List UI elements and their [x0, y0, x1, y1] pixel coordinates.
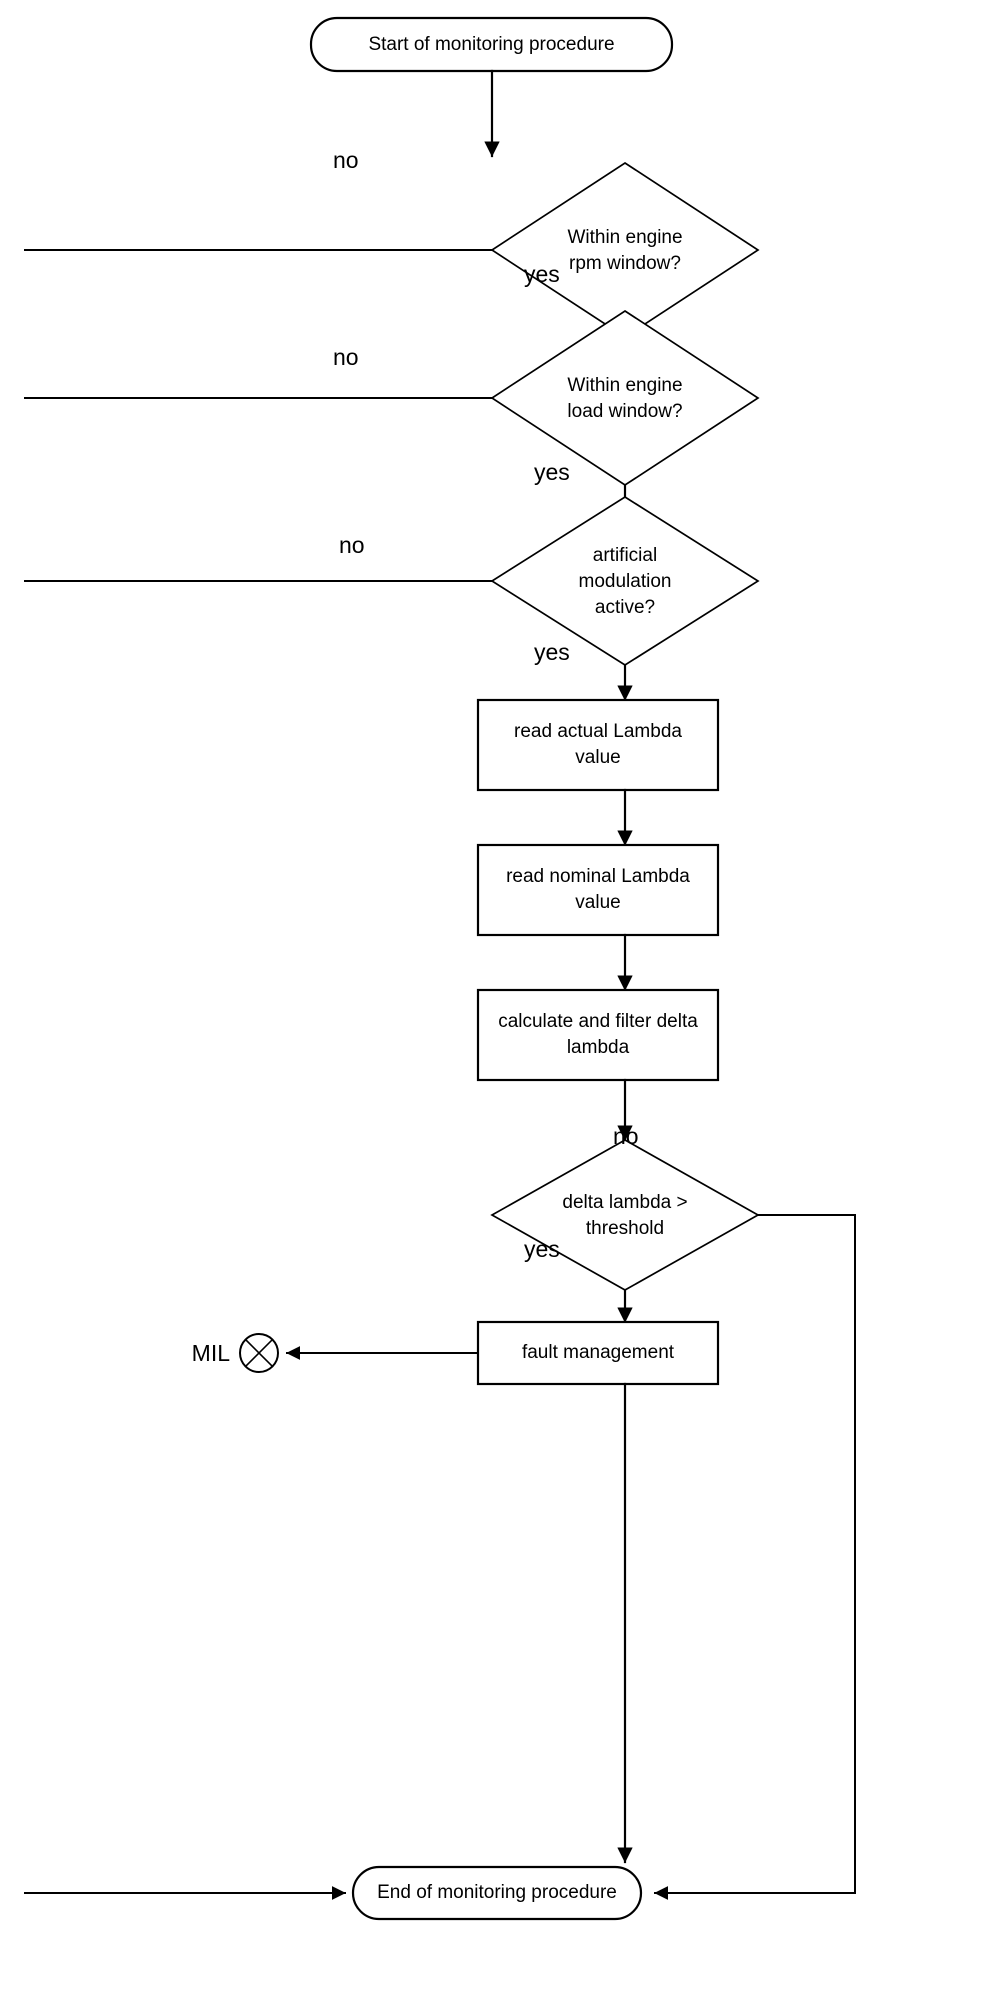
- edge-label-rpm-yes: yes: [524, 261, 560, 287]
- edge-label-mod-no: no: [339, 532, 365, 558]
- start-terminator: [309, 16, 674, 73]
- edge-label-threshold-yes: yes: [524, 1236, 560, 1262]
- mil-cross-2: [244, 1338, 274, 1368]
- edge-label-load-yes: yes: [534, 459, 570, 485]
- process-calculate: [476, 988, 720, 1082]
- process-read-actual: [476, 698, 720, 792]
- end-terminator: [351, 1865, 643, 1921]
- process-fault-management: [476, 1320, 720, 1386]
- edge-label-load-no: no: [333, 344, 359, 370]
- edge-label-threshold-no: no: [613, 1123, 639, 1149]
- edge-label-rpm-no: no: [333, 147, 359, 173]
- process-read-nominal: [476, 843, 720, 937]
- edge-label-mod-yes: yes: [534, 639, 570, 665]
